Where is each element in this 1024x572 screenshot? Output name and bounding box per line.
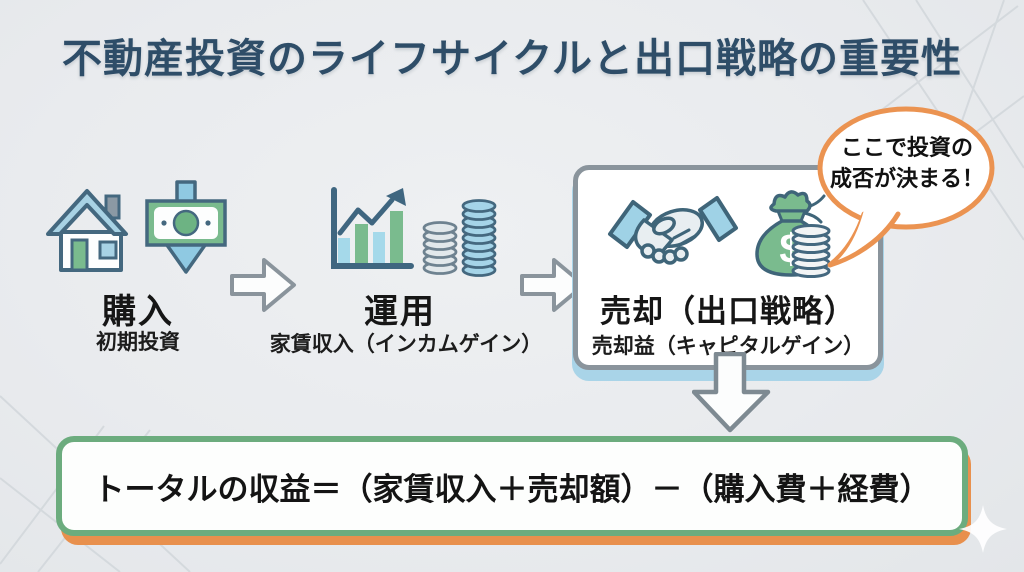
flow-arrow-right-icon [230,258,296,312]
callout-bubble [817,106,995,268]
stage-sale-label: 売却（出口戦略） [600,294,856,329]
coin-stacks-icon [422,199,497,277]
callout-text: ここで投資の 成否が決まる！ [822,132,992,194]
page-title: 不動産投資のライフサイクルと出口戦略の重要性 [62,37,962,81]
stage-sale-sublabel: 売却益（キャピタルゲイン） [591,335,865,358]
stage-purchase-label: 購入 [102,293,174,331]
sparkle-icon [959,505,1007,553]
stage-purchase-sublabel: 初期投資 [96,331,180,354]
flow-arrow-right-icon [520,258,586,312]
handshake-icon [608,196,738,265]
total-profit-formula-box: トータルの収益＝（家賃収入＋売却額）－（購入費＋経費） [56,436,968,536]
growth-chart-icon [331,187,414,269]
money-down-payment-icon [145,180,227,274]
callout-line-1: ここで投資の [840,135,973,160]
house-icon [46,189,128,272]
total-profit-formula: トータルの収益＝（家賃収入＋売却額）－（購入費＋経費） [93,471,931,507]
money-bag-icon: $ [755,190,831,278]
flow-arrow-down-icon [692,352,771,433]
stage-operation-label: 運用 [364,293,436,331]
stage-operation-sublabel: 家賃収入（インカムゲイン） [269,333,543,356]
callout-line-2: 成否が決まる！ [829,166,984,191]
